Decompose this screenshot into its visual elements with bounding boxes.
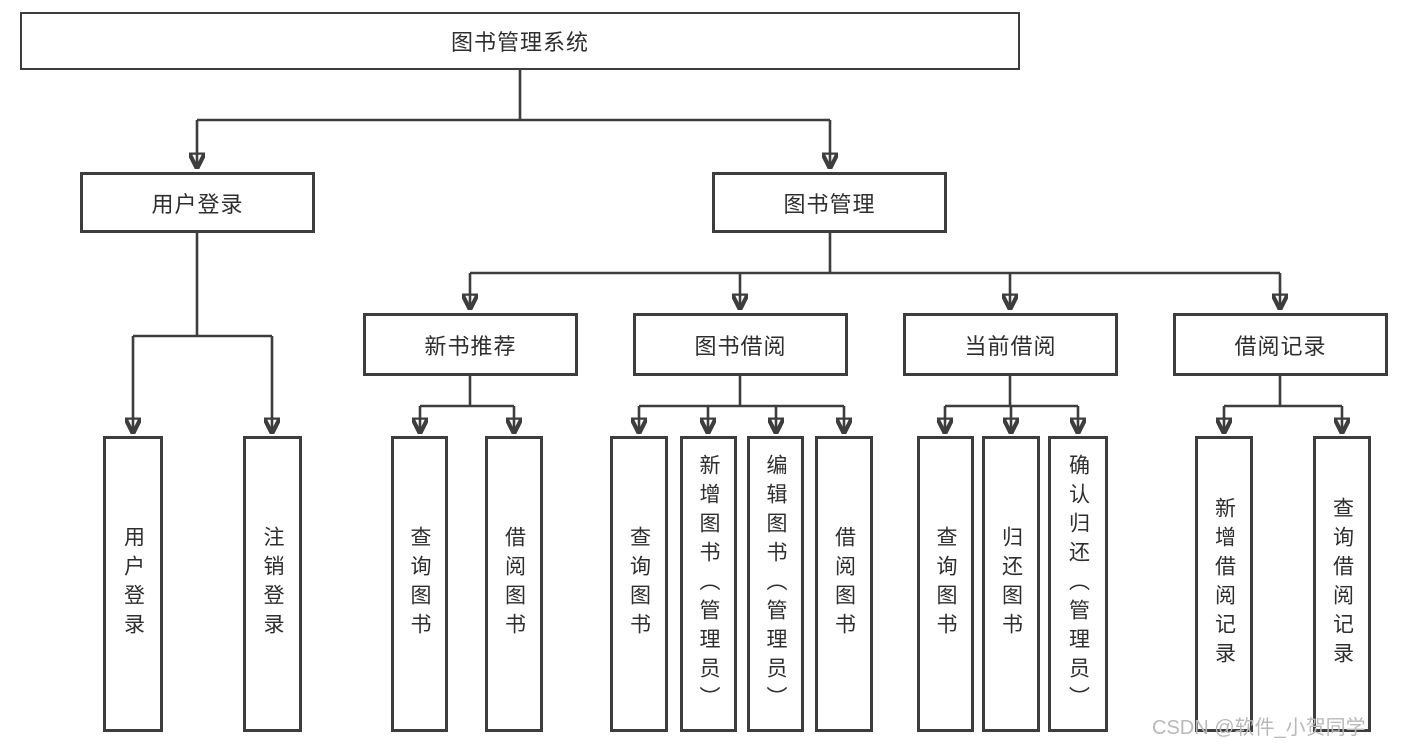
leaf-edit-books-admin: 编辑图书（管理员） [747, 436, 804, 732]
leaf-query-books-3: 查询图书 [917, 436, 974, 732]
node-label: 借阅图书 [832, 526, 856, 642]
node-label: 当前借阅 [964, 333, 1057, 359]
node-new-book-recommendation: 新书推荐 [363, 313, 578, 376]
node-label: 确认归还（管理员） [1066, 453, 1090, 715]
node-label: 图书借阅 [694, 333, 787, 359]
node-user-login: 用户登录 [80, 172, 315, 233]
leaf-add-borrow-record: 新增借阅记录 [1195, 436, 1253, 732]
node-label: 查询图书 [627, 526, 651, 642]
node-label: 新书推荐 [424, 333, 517, 359]
node-label: 编辑图书（管理员） [764, 453, 787, 715]
node-label: 借阅记录 [1234, 333, 1327, 359]
node-label: 归还图书 [999, 526, 1023, 642]
leaf-logout: 注销登录 [243, 436, 302, 732]
node-label: 查询图书 [934, 526, 957, 642]
node-label: 借阅图书 [502, 526, 526, 642]
node-label: 查询借阅记录 [1330, 497, 1354, 671]
node-label: 图书管理 [783, 191, 876, 217]
leaf-query-books-2: 查询图书 [610, 436, 668, 732]
node-label: 用户登录 [121, 526, 145, 642]
leaf-borrow-books-1: 借阅图书 [485, 436, 543, 732]
node-borrowing-records: 借阅记录 [1173, 313, 1388, 376]
node-label: 新增图书（管理员） [697, 453, 720, 715]
leaf-query-borrow-record: 查询借阅记录 [1313, 436, 1371, 732]
node-label: 图书管理系统 [450, 30, 589, 55]
node-label: 查询图书 [408, 526, 431, 642]
node-library-management-system: 图书管理系统 [20, 12, 1020, 70]
node-book-borrowing: 图书借阅 [633, 313, 848, 376]
node-current-borrowing: 当前借阅 [903, 313, 1118, 376]
leaf-user-login: 用户登录 [103, 436, 163, 732]
csdn-watermark: CSDN @软件_小贺同学 [1152, 717, 1366, 739]
leaf-confirm-return-admin: 确认归还（管理员） [1048, 436, 1108, 732]
node-label: 用户登录 [151, 191, 244, 217]
node-book-management: 图书管理 [712, 172, 947, 233]
leaf-return-books: 归还图书 [982, 436, 1040, 732]
node-label: 新增借阅记录 [1212, 497, 1236, 671]
leaf-add-books-admin: 新增图书（管理员） [680, 436, 737, 732]
node-label: 注销登录 [261, 526, 284, 642]
leaf-query-books-1: 查询图书 [391, 436, 448, 732]
leaf-borrow-books-2: 借阅图书 [815, 436, 873, 732]
